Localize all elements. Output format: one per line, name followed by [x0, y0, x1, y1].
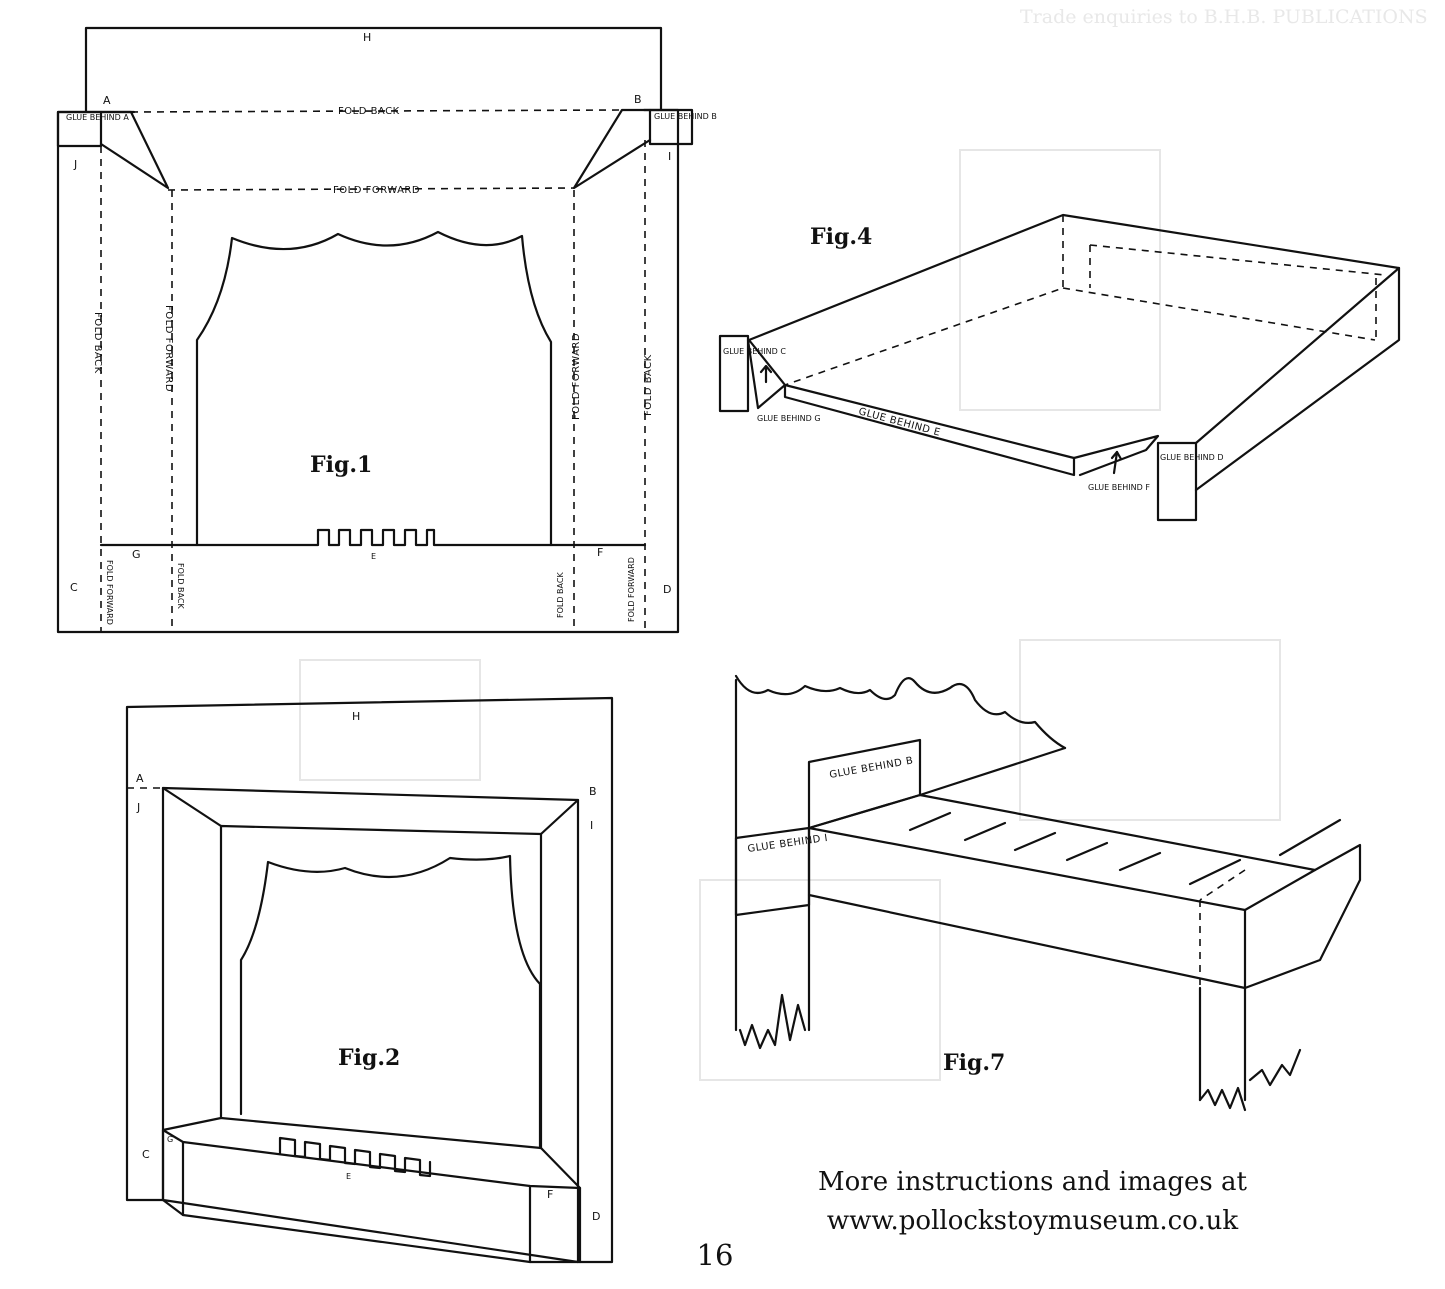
fig4-glue-behind-c-label: GLUE BEHIND C	[723, 347, 786, 356]
svg-text:GLUE BEHIND A: GLUE BEHIND A	[66, 113, 129, 122]
background-header-text: Trade enquiries to B.H.B. PUBLICATIONS	[1020, 6, 1428, 28]
fig7-title: Fig.7	[943, 1050, 1005, 1076]
fig4-right-triangle	[1072, 434, 1160, 477]
fig4-glue-behind-g-label: GLUE BEHIND G	[757, 414, 821, 423]
fig1-fold-back-top	[130, 109, 623, 113]
fig1-right-corner	[572, 108, 652, 190]
fig4-glue-behind-d-label: GLUE BEHIND D	[1160, 453, 1223, 462]
fig1-fold-back-bottom-left-label: FOLD BACK	[176, 563, 185, 609]
fig2-label-c: C	[142, 1148, 150, 1161]
fig2-stage-block	[161, 1128, 582, 1264]
fig1-label-e: E	[371, 552, 376, 561]
fig1-label-b: B	[634, 93, 642, 106]
fig4-top-rim	[747, 213, 1401, 445]
show-through-background	[299, 149, 1281, 1081]
fig2-stage-top	[161, 1116, 223, 1132]
fig1-fold-forward-bottom-right-label: FOLD FORWARD	[627, 557, 636, 622]
fig1-diagram: H A B J I C D G F E FOLD BACK FOLD FORWA…	[56, 26, 717, 634]
fig1-glue-behind-a-label: GLUE BEHIND A	[66, 113, 129, 122]
fig2-diagram: H A J B I C G E F D Fig.2	[125, 696, 614, 1264]
fig4-hidden-back	[1089, 244, 1386, 276]
fig1-title: Fig.1	[310, 452, 372, 478]
fig1-top-flap	[84, 26, 663, 114]
fig2-outer-board	[125, 696, 614, 1264]
fig7-glue-behind-i-label: GLUE BEHIND I	[747, 833, 829, 855]
fig7-diagram: GLUE BEHIND B GLUE BEHIND I Fig.7	[734, 674, 1362, 1112]
page-number: 16	[696, 1238, 734, 1272]
fig2-title: Fig.2	[338, 1045, 400, 1071]
fig1-label-c: C	[70, 581, 78, 594]
fig4-glue-behind-e-label: GLUE BEHIND E	[857, 406, 941, 438]
fig1-label-a: A	[103, 94, 111, 107]
fig2-frame-outer	[161, 786, 580, 1264]
fig1-fold-forward-bottom-left-label: FOLD FORWARD	[105, 560, 114, 625]
fig1-stage-floor	[99, 528, 647, 547]
fig4-glue-tab-c	[718, 334, 750, 413]
fig2-label-b: B	[589, 785, 597, 798]
fig1-label-h: H	[363, 31, 371, 44]
fig1-fold-back-left-label: FOLD BACK	[92, 312, 103, 374]
fig7-backcloth-edge	[734, 674, 1067, 750]
fig2-label-d: D	[592, 1210, 600, 1223]
fig1-fold-back-top-label: FOLD BACK	[338, 106, 400, 117]
fig1-label-d: D	[663, 583, 671, 596]
fig4-glue-behind-f-label: GLUE BEHIND F	[1088, 483, 1150, 492]
fig1-glue-tab-a	[56, 110, 103, 148]
svg-text:GLUE BEHIND B: GLUE BEHIND B	[654, 112, 717, 121]
fig2-label-f: F	[547, 1188, 553, 1201]
fig7-right-edge	[1243, 843, 1362, 990]
fig7-grass-left	[738, 993, 807, 1050]
fig1-label-j: J	[73, 158, 77, 171]
fig7-glue-tab-b	[807, 738, 922, 830]
footer-line-1: More instructions and images at	[818, 1167, 1247, 1197]
fig1-fold-forward-top-label: FOLD FORWARD	[333, 185, 420, 196]
fig1-label-g: G	[132, 548, 141, 561]
fig1-proscenium-opening	[195, 230, 553, 547]
footer-note: More instructions and images at www.poll…	[760, 1163, 1305, 1241]
fig2-label-e: E	[346, 1172, 351, 1181]
fig2-label-i: I	[590, 819, 593, 832]
footer-url[interactable]: www.pollockstoymuseum.co.uk	[826, 1206, 1239, 1236]
fig1-fold-forward-top	[167, 187, 575, 191]
fig4-front-strip-e	[783, 383, 1076, 477]
fig2-label-h: H	[352, 710, 360, 723]
fig4-diagram: GLUE BEHIND C GLUE BEHIND G GLUE BEHIND …	[718, 213, 1401, 522]
fig4-right-face	[1194, 266, 1401, 492]
fig7-bench-top	[807, 793, 1317, 912]
fig7-grass-right	[1198, 1048, 1302, 1112]
fig7-glue-behind-b-label: GLUE BEHIND B	[829, 755, 915, 781]
fig1-glue-behind-b-label: GLUE BEHIND B	[654, 112, 717, 121]
fig7-slots	[908, 811, 1242, 886]
fig1-fold-back-bottom-right-label: FOLD BACK	[556, 572, 565, 618]
fig2-label-j: J	[136, 801, 140, 814]
fig2-frame-inner	[219, 824, 543, 1150]
fig1-label-f: F	[597, 546, 603, 559]
fig1-glue-tab-b	[648, 108, 694, 146]
fig1-left-corner	[99, 110, 170, 190]
fig2-proscenium-opening	[239, 854, 542, 1150]
fig4-glue-tab-d	[1156, 441, 1198, 522]
fig1-label-i: I	[668, 150, 671, 163]
fig1-fold-forward-right-label: FOLD FORWARD	[571, 333, 582, 420]
fig2-footlights	[278, 1136, 432, 1178]
fig7-bench-front	[807, 826, 1247, 990]
fig1-fold-forward-left-label: FOLD FORWARD	[163, 305, 174, 392]
fig4-left-triangle	[746, 338, 787, 410]
fig2-label-g: G	[167, 1135, 173, 1144]
fig1-fold-back-right-label: FOLD BACK	[643, 354, 654, 416]
fig2-label-a: A	[136, 772, 144, 785]
fig4-title: Fig.4	[810, 224, 872, 250]
